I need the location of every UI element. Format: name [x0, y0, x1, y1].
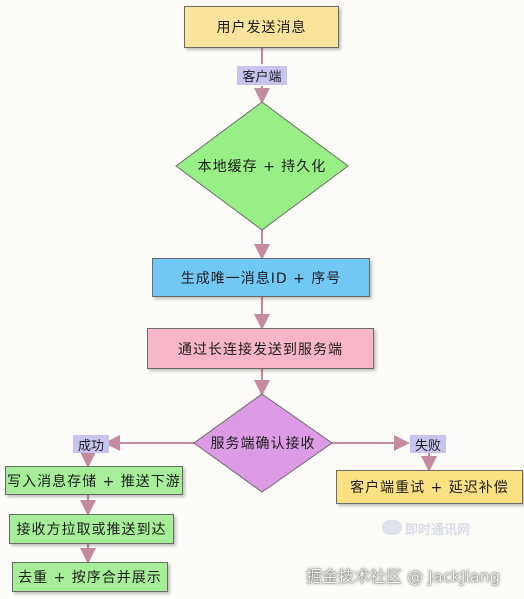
failure-tag: 失败 [410, 435, 446, 454]
receiver-pull-node: 接收方拉取或推送到达 [9, 514, 174, 544]
client-retry-node: 客户端重试 + 延迟补偿 [336, 470, 523, 504]
logo-text: 即时通讯网 [405, 523, 471, 538]
local-cache-label: 本地缓存 + 持久化 [197, 159, 327, 175]
client-tag: 客户端 [237, 66, 287, 85]
send-long-conn-node: 通过长连接发送到服务端 [147, 328, 374, 369]
server-confirm-diamond [193, 393, 333, 493]
write-store-node: 写入消息存储 + 推送下游 [5, 466, 183, 495]
server-confirm-label: 服务端确认接收 [210, 436, 316, 452]
watermark-text: 掘金技术社区 @ JackJiang [306, 567, 501, 586]
local-cache-diamond [175, 101, 349, 231]
dedup-sort-node: 去重 + 按序合并展示 [12, 562, 168, 592]
success-tag: 成功 [73, 435, 109, 454]
chat-bubble-icon [382, 520, 402, 535]
gen-id-node: 生成唯一消息ID + 序号 [152, 258, 370, 297]
start-node: 用户发送消息 [184, 6, 339, 48]
